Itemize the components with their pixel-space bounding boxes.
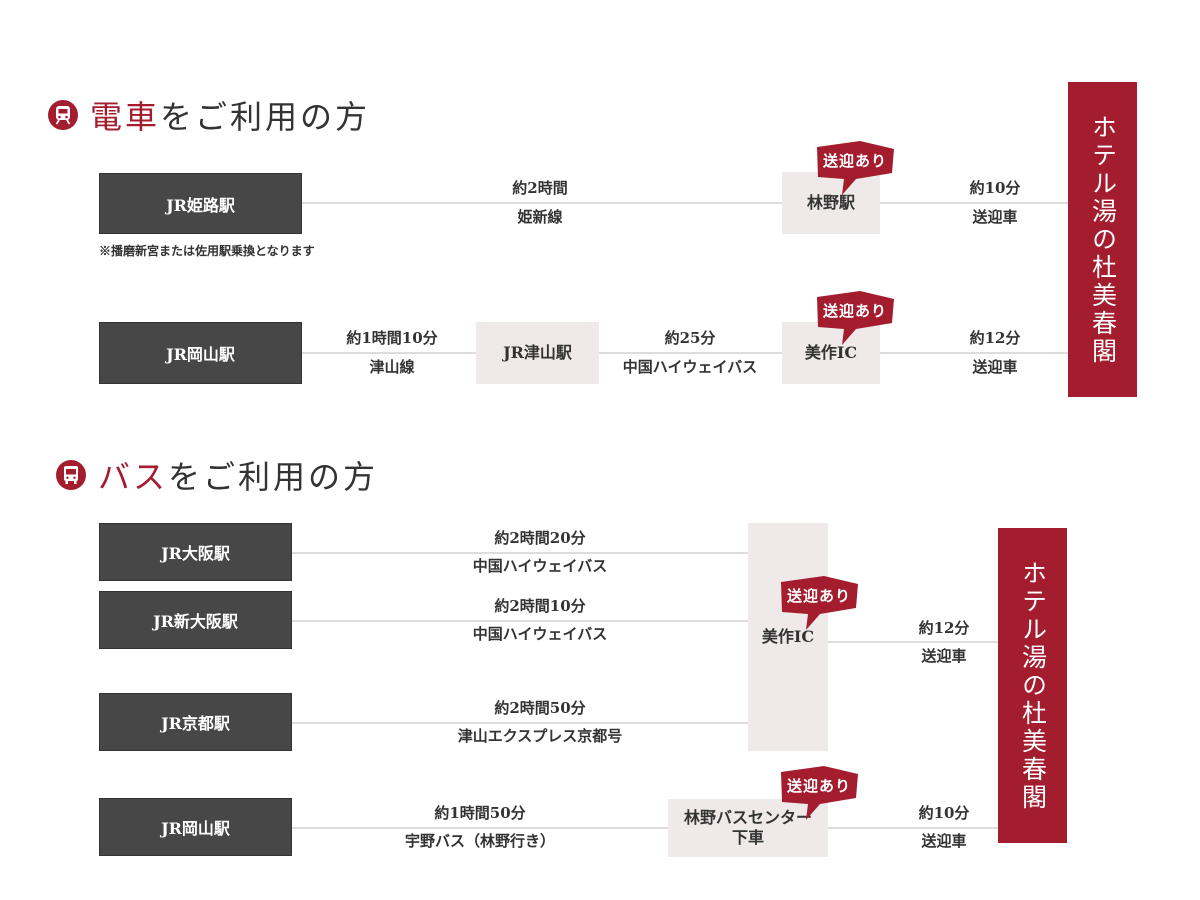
pickup-badge-label: 送迎あり: [786, 587, 851, 605]
connector-line: [828, 641, 998, 643]
stop-mimasaka-ic-bus: 美作IC: [748, 523, 828, 751]
hotel-destination-train: ホテル湯の杜美春閣: [1068, 82, 1137, 397]
stop-hayashino-station: 林野駅: [782, 172, 880, 234]
pickup-badge: 送迎あり: [776, 574, 862, 632]
segment-line: 津山線: [369, 358, 415, 376]
segment-time: 約12分: [969, 329, 1021, 347]
segment-line: 送迎車: [972, 208, 1018, 226]
segment-time: 約10分: [969, 179, 1021, 197]
segment-time: 約2時間20分: [494, 529, 586, 547]
segment-line: 津山エクスプレス京都号: [457, 727, 623, 745]
connector-line: [828, 827, 998, 829]
origin-shin-osaka: JR新大阪駅: [99, 591, 292, 649]
segment-line: 中国ハイウェイバス: [472, 625, 608, 643]
connector-line: [302, 202, 1070, 204]
bus-section-title: バスをご利用の方: [56, 452, 378, 498]
pickup-flag-icon: [781, 576, 858, 630]
segment-time: 約2時間50分: [494, 699, 586, 717]
segment-line: 送迎車: [921, 832, 967, 850]
origin-kyoto: JR京都駅: [99, 693, 292, 751]
bus-title-text: バスをご利用の方: [98, 452, 378, 498]
segment-time: 約12分: [918, 619, 970, 637]
transfer-note: ※播磨新宮または佐用駅乗換となります: [99, 244, 315, 258]
connector-line: [292, 620, 748, 622]
segment-line: 送迎車: [921, 647, 967, 665]
origin-okayama-bus: JR岡山駅: [99, 798, 292, 856]
train-title-rest: をご利用の方: [160, 98, 371, 136]
origin-himeji: JR姫路駅: [99, 173, 302, 234]
train-title-text: 電車をご利用の方: [90, 92, 370, 138]
segment-time: 約10分: [918, 804, 970, 822]
stop-tsuyama-station: JR津山駅: [476, 322, 599, 384]
pickup-badge: 送迎あり: [776, 764, 862, 822]
train-icon: [48, 100, 78, 130]
pickup-badge-label: 送迎あり: [822, 152, 887, 170]
stop-name-line2: 下車: [731, 828, 764, 847]
train-title-accent: 電車: [90, 98, 161, 136]
connector-line: [302, 352, 1070, 354]
pickup-badge: 送迎あり: [812, 289, 898, 347]
train-section-title: 電車をご利用の方: [48, 92, 370, 138]
pickup-badge-label: 送迎あり: [822, 302, 887, 320]
stop-name-line1: 林野バスセンター: [683, 808, 812, 827]
pickup-flag-icon: [817, 291, 894, 345]
connector-line: [292, 827, 668, 829]
segment-line: 中国ハイウェイバス: [472, 557, 608, 575]
pickup-badge: 送迎あり: [812, 139, 898, 197]
segment-time: 約1時間10分: [346, 329, 438, 347]
segment-line: 送迎車: [972, 358, 1018, 376]
pickup-flag-icon: [817, 141, 894, 195]
bus-title-rest: をご利用の方: [168, 458, 379, 496]
segment-time: 約1時間50分: [434, 804, 526, 822]
segment-time: 約25分: [664, 329, 716, 347]
pickup-flag-icon: [781, 766, 858, 820]
connector-line: [292, 722, 748, 724]
connector-line: [292, 552, 748, 554]
origin-osaka: JR大阪駅: [99, 523, 292, 581]
segment-time: 約2時間: [512, 179, 568, 197]
segment-line: 中国ハイウェイバス: [622, 358, 758, 376]
segment-time: 約2時間10分: [494, 597, 586, 615]
segment-line: 姫新線: [517, 208, 563, 226]
hotel-destination-bus: ホテル湯の杜美春閣: [998, 528, 1067, 843]
stop-mimasaka-ic: 美作IC: [782, 322, 880, 384]
bus-title-accent: バス: [98, 458, 169, 496]
bus-icon: [56, 460, 86, 490]
pickup-badge-label: 送迎あり: [786, 777, 851, 795]
segment-line: 宇野バス（林野行き）: [404, 832, 556, 850]
stop-hayashino-bus-center: 林野バスセンター 下車: [668, 799, 828, 857]
origin-okayama-train: JR岡山駅: [99, 322, 302, 384]
